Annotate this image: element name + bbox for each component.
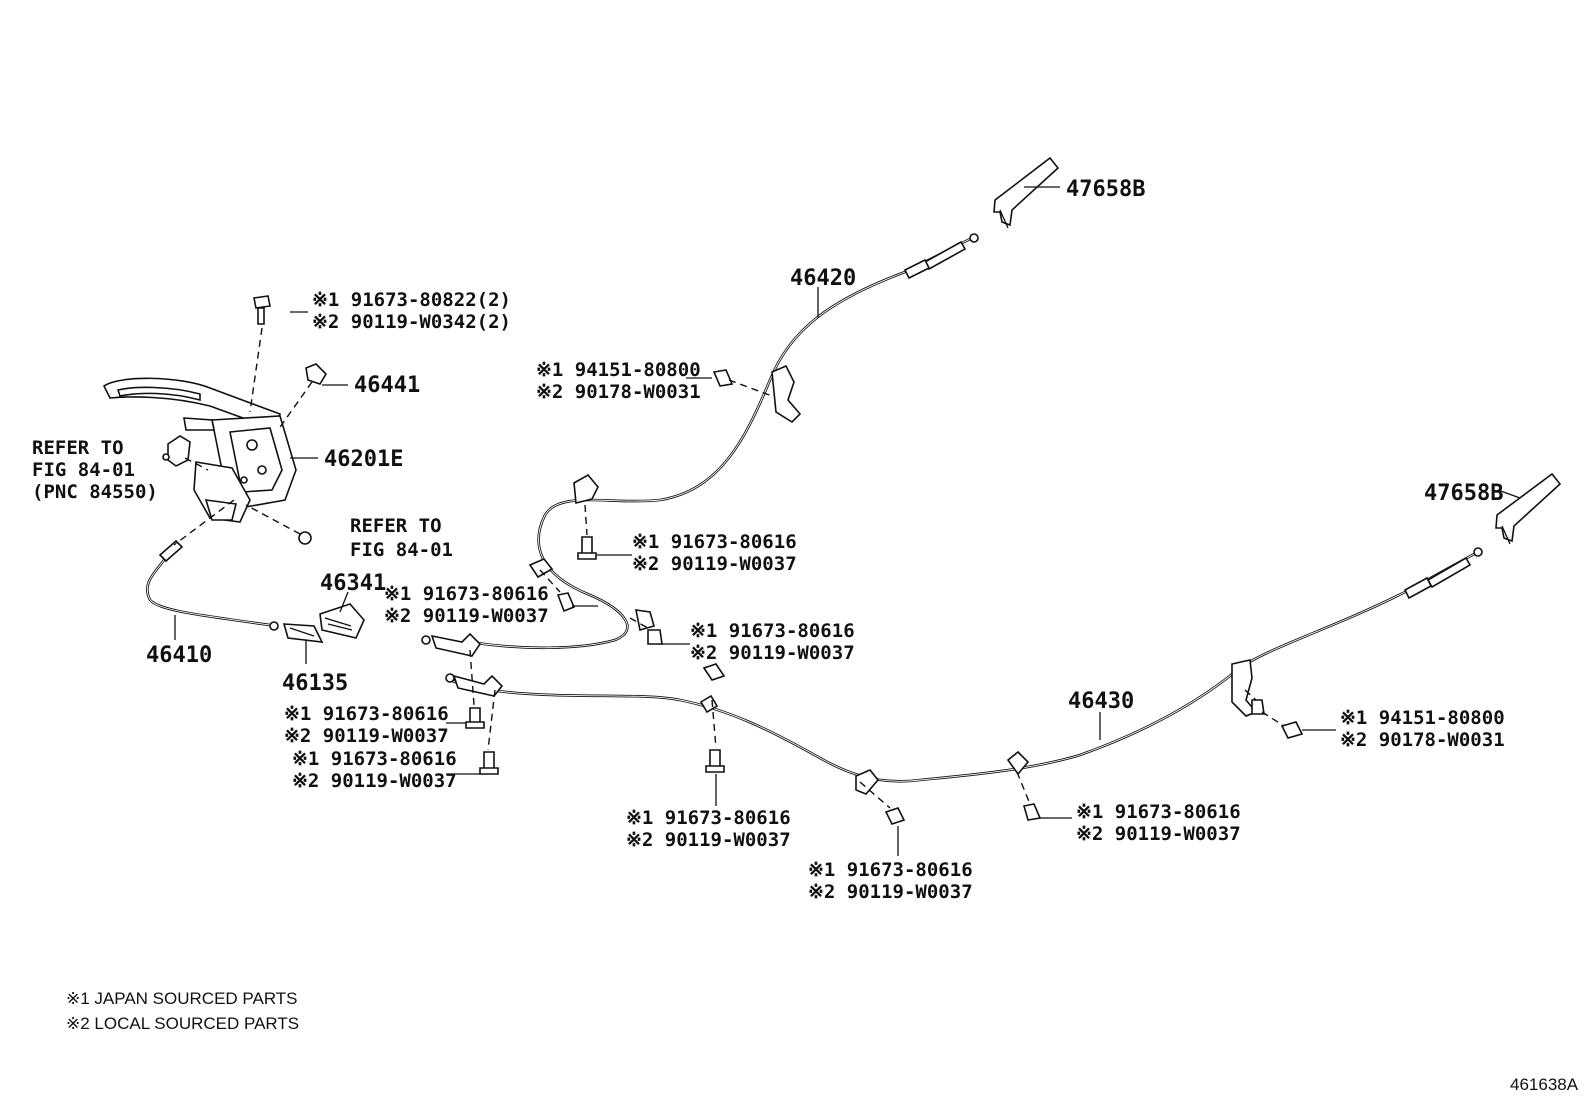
callout-c8: ※1 91673-80616 ※2 90119-W0037 xyxy=(626,807,791,851)
callout-c4: ※1 91673-80616 ※2 90119-W0037 xyxy=(384,583,549,627)
svg-text:※1 91673-80616: ※1 91673-80616 xyxy=(808,859,973,881)
label-46430: 46430 xyxy=(1068,689,1134,714)
svg-text:※2 90119-W0037: ※2 90119-W0037 xyxy=(1076,823,1241,845)
svg-text:REFER TO: REFER TO xyxy=(350,515,442,537)
callout-c1: ※1 91673-80822(2) ※2 90119-W0342(2) xyxy=(312,289,511,333)
spring-46341 xyxy=(319,603,365,639)
cable-46410 xyxy=(146,539,279,631)
svg-text:FIG 84-01: FIG 84-01 xyxy=(32,459,135,481)
legend-japan-sourced: ※1 JAPAN SOURCED PARTS xyxy=(66,989,298,1008)
svg-text:※2 90119-W0037: ※2 90119-W0037 xyxy=(384,605,549,627)
svg-text:※2 90119-W0037: ※2 90119-W0037 xyxy=(808,881,973,903)
refer-left: REFER TO FIG 84-01 (PNC 84550) xyxy=(32,437,158,503)
svg-text:※2 90119-W0037: ※2 90119-W0037 xyxy=(626,829,791,851)
dashed-assembly-lines xyxy=(173,327,1285,809)
label-47658b-top: 47658B xyxy=(1066,177,1145,202)
callout-c7: ※1 91673-80616 ※2 90119-W0037 xyxy=(292,748,457,792)
bolt-set xyxy=(465,369,1304,825)
cable-46430 xyxy=(445,547,1483,795)
svg-text:※1 91673-80616: ※1 91673-80616 xyxy=(284,703,449,725)
svg-text:※2 90119-W0037: ※2 90119-W0037 xyxy=(690,642,855,664)
svg-text:※1 94151-80800: ※1 94151-80800 xyxy=(1340,707,1505,729)
refer-mid-part xyxy=(298,531,312,545)
cable-46420 xyxy=(421,233,979,657)
clip-46135 xyxy=(282,623,324,643)
bolt-top xyxy=(253,295,271,325)
svg-text:REFER TO: REFER TO xyxy=(32,437,124,459)
label-46341: 46341 xyxy=(320,571,386,596)
refer-mid: REFER TO FIG 84-01 xyxy=(350,515,453,561)
label-46420: 46420 xyxy=(790,266,856,291)
svg-text:※2 90119-W0037: ※2 90119-W0037 xyxy=(632,553,797,575)
callout-c2: ※1 94151-80800 ※2 90178-W0031 xyxy=(536,359,701,403)
callout-c6: ※1 91673-80616 ※2 90119-W0037 xyxy=(284,703,449,747)
svg-text:※2 90119-W0342(2): ※2 90119-W0342(2) xyxy=(312,311,511,333)
svg-text:※2 90178-W0031: ※2 90178-W0031 xyxy=(536,381,701,403)
svg-text:※1 94151-80800: ※1 94151-80800 xyxy=(536,359,701,381)
svg-text:※2 90178-W0031: ※2 90178-W0031 xyxy=(1340,729,1505,751)
protector-47658b-right xyxy=(1495,472,1562,545)
callout-c5: ※1 91673-80616 ※2 90119-W0037 xyxy=(690,620,855,664)
svg-text:※1 91673-80616: ※1 91673-80616 xyxy=(690,620,855,642)
svg-text:※1 91673-80616: ※1 91673-80616 xyxy=(626,807,791,829)
svg-text:※1 91673-80616: ※1 91673-80616 xyxy=(632,531,797,553)
svg-text:※2 90119-W0037: ※2 90119-W0037 xyxy=(292,770,457,792)
callout-c10: ※1 91673-80616 ※2 90119-W0037 xyxy=(1076,801,1241,845)
leader-lines xyxy=(174,186,1521,856)
svg-text:※1 91673-80616: ※1 91673-80616 xyxy=(384,583,549,605)
svg-text:(PNC 84550): (PNC 84550) xyxy=(32,481,158,503)
callout-c11: ※1 94151-80800 ※2 90178-W0031 xyxy=(1340,707,1505,751)
svg-text:FIG 84-01: FIG 84-01 xyxy=(350,539,453,561)
label-47658b-right: 47658B xyxy=(1424,481,1503,506)
legend-local-sourced: ※2 LOCAL SOURCED PARTS xyxy=(66,1014,299,1033)
legend: ※1 JAPAN SOURCED PARTS ※2 LOCAL SOURCED … xyxy=(66,989,299,1033)
svg-text:※1 91673-80822(2): ※1 91673-80822(2) xyxy=(312,289,511,311)
label-46201e: 46201E xyxy=(324,447,403,472)
label-46410: 46410 xyxy=(146,643,212,668)
figure-code: 461638A xyxy=(1510,1075,1579,1094)
protector-47658b-top xyxy=(993,156,1060,229)
label-46135: 46135 xyxy=(282,671,348,696)
svg-text:※1 91673-80616: ※1 91673-80616 xyxy=(1076,801,1241,823)
svg-text:※1 91673-80616: ※1 91673-80616 xyxy=(292,748,457,770)
callout-c9: ※1 91673-80616 ※2 90119-W0037 xyxy=(808,859,973,903)
refer-left-part xyxy=(162,435,191,467)
callout-c3: ※1 91673-80616 ※2 90119-W0037 xyxy=(632,531,797,575)
svg-text:※2 90119-W0037: ※2 90119-W0037 xyxy=(284,725,449,747)
clip-46441 xyxy=(305,363,328,385)
label-46441: 46441 xyxy=(354,373,420,398)
